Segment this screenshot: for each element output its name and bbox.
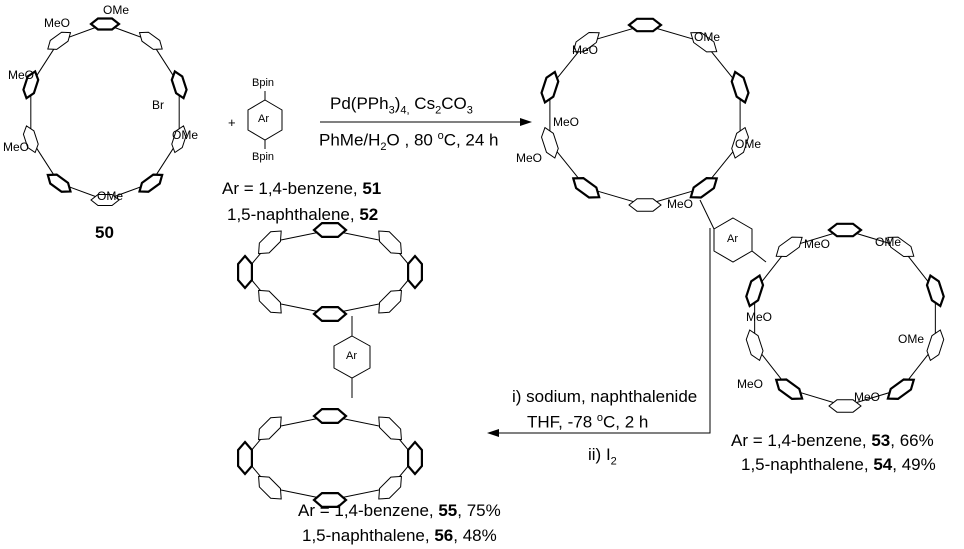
benzene-ring [378,416,402,441]
product-53-upper-macrocycle [540,17,750,212]
benzene-ring [378,289,402,314]
benzene-ring [745,329,764,362]
substituent-label: MeO [8,68,35,82]
bpin-label-bottom: Bpin [252,151,275,163]
label-text: Ar = 1,4-benzene, [222,179,363,198]
benzene-ring [774,378,804,401]
benzene-ring [378,475,402,500]
substituent-label: OMe [694,30,721,44]
product-label-55: Ar = 1,4-benzene, 55, 75% [298,501,501,520]
step1-conditions-below: PhMe/H2O , 80 oC, 24 h [319,130,499,154]
benzene-ring [572,31,600,53]
benzene-ring [731,126,750,159]
benzene-ring [138,173,164,193]
ar-label: Ar [258,113,269,125]
benzene-ring [258,289,282,314]
product-55-lower-nanohoop [236,407,424,509]
benzene-ring [628,198,662,212]
benzene-ring [571,176,601,199]
benzene-ring [745,273,765,308]
benzene-ring [312,221,348,239]
benzene-ring [627,17,663,33]
benzene-ring [406,440,424,476]
benzene-ring [540,70,560,105]
reagent-ar-ring [247,91,283,149]
label-text: 1,5-naphthalene, [227,205,360,224]
substituent-label: MeO [572,43,599,57]
product-label-54: 1,5-naphthalene, 54, 49% [741,455,936,474]
compound-50-macrocycle [22,17,188,206]
ar-label: Ar [346,350,357,362]
product-53-lower-macrocycle [745,222,945,413]
benzene-ring [258,416,282,441]
compound-number: 52 [359,205,379,224]
substituent-label: MeO [804,237,831,251]
product-53-ar-ring [699,199,767,263]
benzene-ring [690,31,718,53]
compound-number-50: 50 [95,223,114,242]
benzene-ring [22,125,39,154]
substituent-label: OMe [97,189,124,203]
substituent-label: MeO [667,197,694,211]
reaction-arrow-2 [487,228,711,437]
step2-conditions-line1: i) sodium, naphthalenide [512,387,698,406]
substituent-label: MeO [737,377,764,391]
benzene-ring [689,176,719,199]
ar-label: Ar [727,233,738,245]
benzene-ring [312,491,348,509]
compound-number: 51 [362,179,382,198]
benzene-ring [236,440,254,476]
substituent-label: OMe [898,332,925,346]
benzene-ring [540,126,559,159]
benzene-ring [925,273,945,308]
substituent-label: MeO [854,390,881,404]
substituent-label: MeO [516,151,543,165]
benzene-ring [89,17,121,31]
plus-sign: + [228,115,236,130]
product-55-upper-nanohoop [236,221,424,323]
benzene-ring [926,329,945,362]
benzene-ring [887,236,915,258]
bpin-label-top: Bpin [252,77,275,89]
substituent-label: MeO [553,115,580,129]
reagent-label-52: 1,5-naphthalene, 52 [227,206,378,223]
step1-conditions-above: Pd(PPh3)4, Cs2CO3 [330,94,473,117]
benzene-ring [258,475,282,500]
step2-conditions-line3: ii) I2 [588,445,617,468]
benzene-ring [22,69,40,100]
benzene-ring [171,125,188,154]
substituent-label: OMe [875,235,902,249]
reagent-label-51: Ar = 1,4-benzene, 51 [222,180,381,197]
benzene-ring [312,407,348,425]
benzene-ring [828,399,862,413]
benzene-ring [886,378,916,401]
product-label-53: Ar = 1,4-benzene, 53, 66% [731,431,934,450]
substituent-label: Br [152,98,164,112]
benzene-ring [378,230,402,255]
benzene-ring [47,31,72,50]
benzene-ring [258,230,282,255]
reaction-arrow-1 [320,118,532,126]
benzene-ring [138,31,163,50]
benzene-ring [406,254,424,290]
step2-conditions-line2: THF, -78 oC, 2 h [527,412,649,432]
benzene-ring [170,69,188,100]
product-55-ar-ring [333,316,371,398]
substituent-label: OMe [172,128,199,142]
substituent-label: MeO [3,140,30,154]
benzene-ring [312,305,348,323]
benzene-ring [236,254,254,290]
benzene-ring [827,222,863,238]
benzene-ring [46,173,72,193]
benzene-ring [90,194,120,206]
substituent-label: MeO [44,16,71,30]
substituent-label: MeO [746,310,773,324]
benzene-ring [775,236,803,258]
substituent-label: OMe [735,137,762,151]
substituent-label: OMe [103,3,130,17]
product-label-56: 1,5-naphthalene, 56, 48% [302,526,497,545]
benzene-ring [730,70,750,105]
